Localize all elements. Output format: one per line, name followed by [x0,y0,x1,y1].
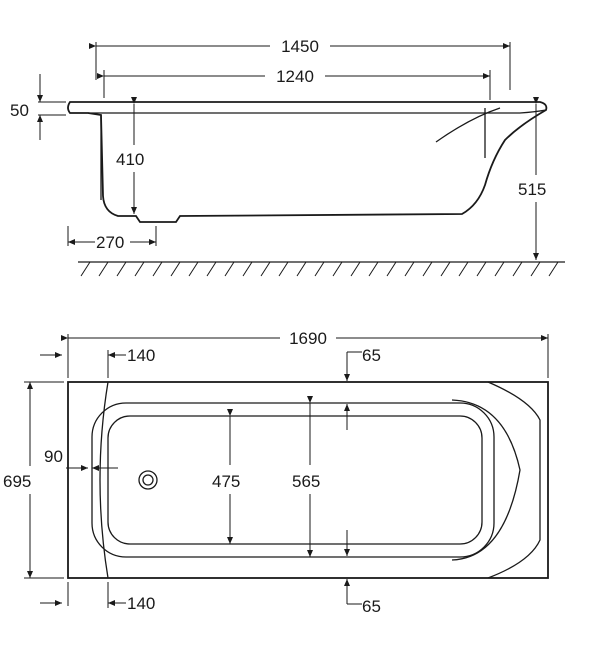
dim-475-label: 475 [212,472,240,491]
dim-410-label: 410 [116,150,144,169]
floor-hatch [78,261,565,277]
dim-1450-label: 1450 [281,37,319,56]
top-basin-inner [107,415,483,545]
top-head-panel [99,381,109,579]
dim-515-label: 515 [518,180,546,199]
top-basin-outer [91,402,495,558]
dim-695-label: 695 [3,472,31,491]
dim-695: 695 [3,381,64,579]
dim-140-top: 140 [107,346,155,378]
top-foot-curve [451,399,521,561]
dim-410: 410 [116,97,144,214]
dim-65-top-label: 65 [362,346,381,365]
side-rim-line [88,109,547,114]
dim-1450: 1450 [89,37,511,90]
dim-140-bottom: 140 [107,582,155,613]
top-outer-rect [67,381,549,579]
dim-1240-label: 1240 [276,67,314,86]
top-view: 1690 695 90 475 565 [3,329,549,616]
dim-515: 515 [518,97,546,260]
dim-50: 50 [10,74,66,140]
dim-270-label: 270 [96,233,124,252]
dim-50-label: 50 [10,101,29,120]
dim-1690-label: 1690 [289,329,327,348]
dim-65-bottom: 65 [344,530,381,616]
drain-icon [138,470,158,490]
dim-90: 90 [44,447,118,471]
dim-140-bottom-label: 140 [127,594,155,613]
side-inner-curve [435,107,501,143]
side-view: 1450 1240 50 410 515 [10,37,565,277]
dim-565-label: 565 [292,472,320,491]
dim-270: 270 [67,226,157,252]
dim-1690: 1690 [61,329,549,378]
dim-90-label: 90 [44,447,63,466]
top-foot-panel [487,381,541,579]
dim-475: 475 [212,409,240,544]
dim-1240: 1240 [97,67,491,100]
dim-65-bottom-label: 65 [362,597,381,616]
dim-565: 565 [292,396,320,557]
dim-65-top: 65 [344,346,381,430]
dim-140-top-label: 140 [127,346,155,365]
